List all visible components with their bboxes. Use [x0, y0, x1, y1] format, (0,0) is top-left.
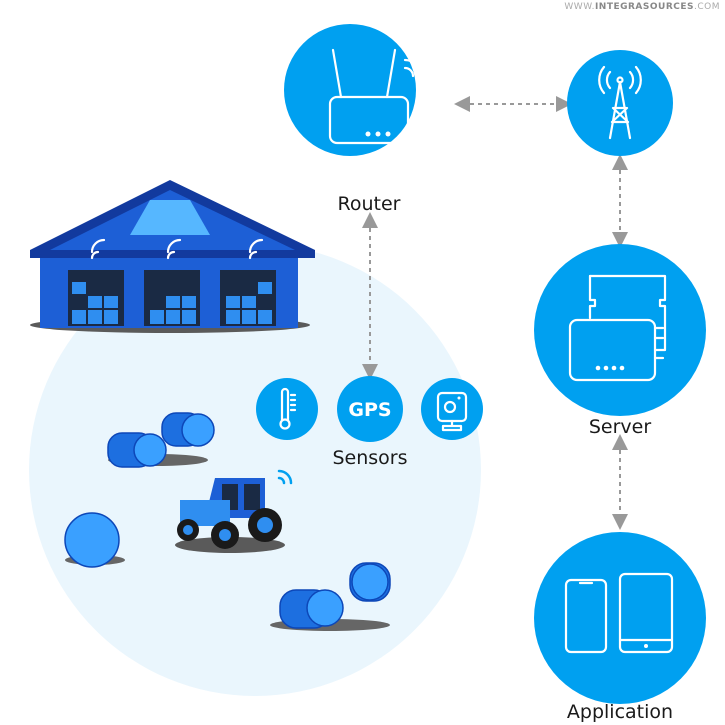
- server-icon: [568, 274, 667, 382]
- gps-sensor: GPS: [337, 376, 403, 442]
- sensors-group: GPS Sensors: [256, 376, 483, 469]
- tractor-illustration: [175, 469, 293, 553]
- warehouse-illustration: [30, 180, 315, 333]
- server-label: Server: [589, 416, 651, 438]
- application-label: Application: [567, 701, 673, 723]
- tower-node: [567, 50, 673, 156]
- router-node: Router: [284, 24, 423, 215]
- gps-icon: GPS: [348, 399, 391, 421]
- watermark: WWW.INTEGRASOURCES.COM: [564, 2, 720, 12]
- hay-bales: [64, 412, 391, 631]
- sensors-label: Sensors: [332, 447, 407, 469]
- camera-sensor: [421, 378, 483, 440]
- thermometer-sensor: [256, 378, 318, 440]
- camera-icon: [436, 391, 468, 432]
- cell-tower-icon: [598, 65, 642, 140]
- router-label: Router: [338, 193, 401, 215]
- application-node: Application: [534, 532, 706, 723]
- thermometer-icon: [279, 387, 297, 430]
- tablet-icon: [618, 572, 674, 654]
- devices-icon: [564, 572, 674, 654]
- phone-icon: [564, 578, 608, 654]
- router-icon: [328, 48, 423, 145]
- server-node: Server: [534, 244, 706, 438]
- wifi-icon: [90, 238, 264, 260]
